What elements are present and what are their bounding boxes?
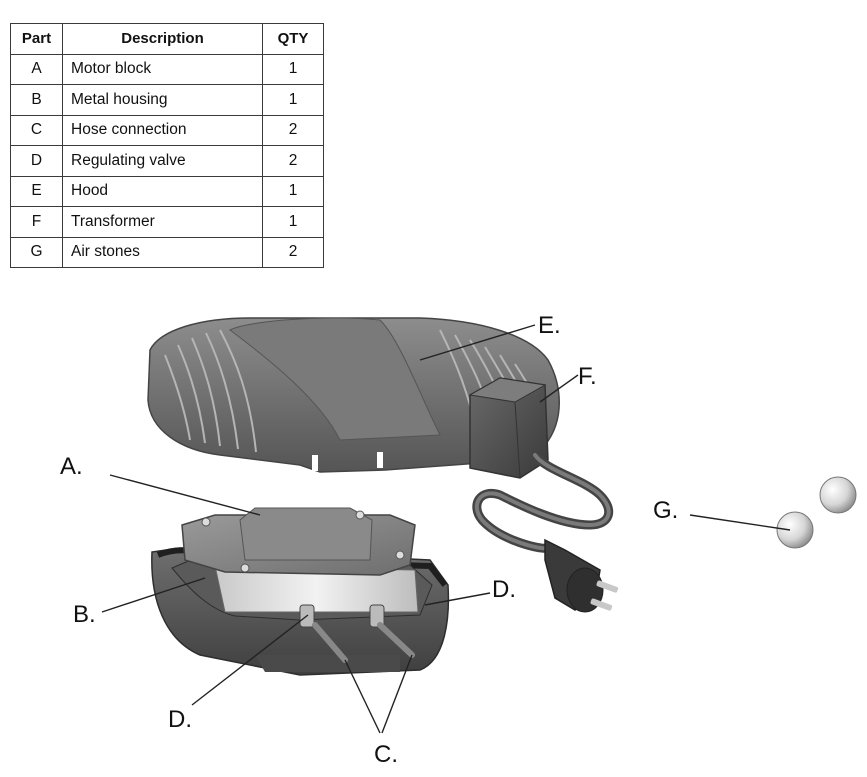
label-c: C.: [374, 741, 398, 768]
cell-part: B: [10, 84, 63, 116]
table-row: F Transformer 1: [10, 206, 324, 238]
label-d-left: D.: [168, 706, 192, 733]
cell-description: Motor block: [62, 53, 263, 85]
cell-description: Air stones: [62, 236, 263, 268]
cell-description: Hood: [62, 175, 263, 207]
cell-part: G: [10, 236, 63, 268]
label-e: E.: [538, 312, 561, 339]
cell-qty: 1: [262, 53, 324, 85]
cell-description: Transformer: [62, 206, 263, 238]
cell-part: A: [10, 53, 63, 85]
cell-description: Metal housing: [62, 84, 263, 116]
label-b: B.: [73, 601, 96, 628]
label-a: A.: [60, 453, 83, 480]
cell-description: Hose connection: [62, 114, 263, 146]
table-row: A Motor block 1: [10, 53, 324, 85]
transformer-illustration: [468, 377, 619, 613]
table-header-row: Part Description QTY: [10, 23, 324, 55]
air-stones-illustration: [776, 476, 857, 549]
label-d-right: D.: [492, 576, 516, 603]
table-row: D Regulating valve 2: [10, 145, 324, 177]
label-g: G.: [653, 497, 678, 524]
header-part: Part: [10, 23, 63, 55]
label-f: F.: [578, 363, 597, 390]
parts-table: Part Description QTY A Motor block 1 B M…: [10, 23, 324, 268]
leader-lines: [101, 324, 791, 734]
header-description: Description: [62, 23, 263, 55]
cell-qty: 2: [262, 236, 324, 268]
cell-qty: 1: [262, 84, 324, 116]
table-row: B Metal housing 1: [10, 84, 324, 116]
cell-description: Regulating valve: [62, 145, 263, 177]
table-row: G Air stones 2: [10, 236, 324, 268]
cell-qty: 2: [262, 145, 324, 177]
hood-illustration: [147, 317, 560, 473]
cell-part: E: [10, 175, 63, 207]
motor-block-illustration: [181, 507, 416, 576]
table-row: E Hood 1: [10, 175, 324, 207]
